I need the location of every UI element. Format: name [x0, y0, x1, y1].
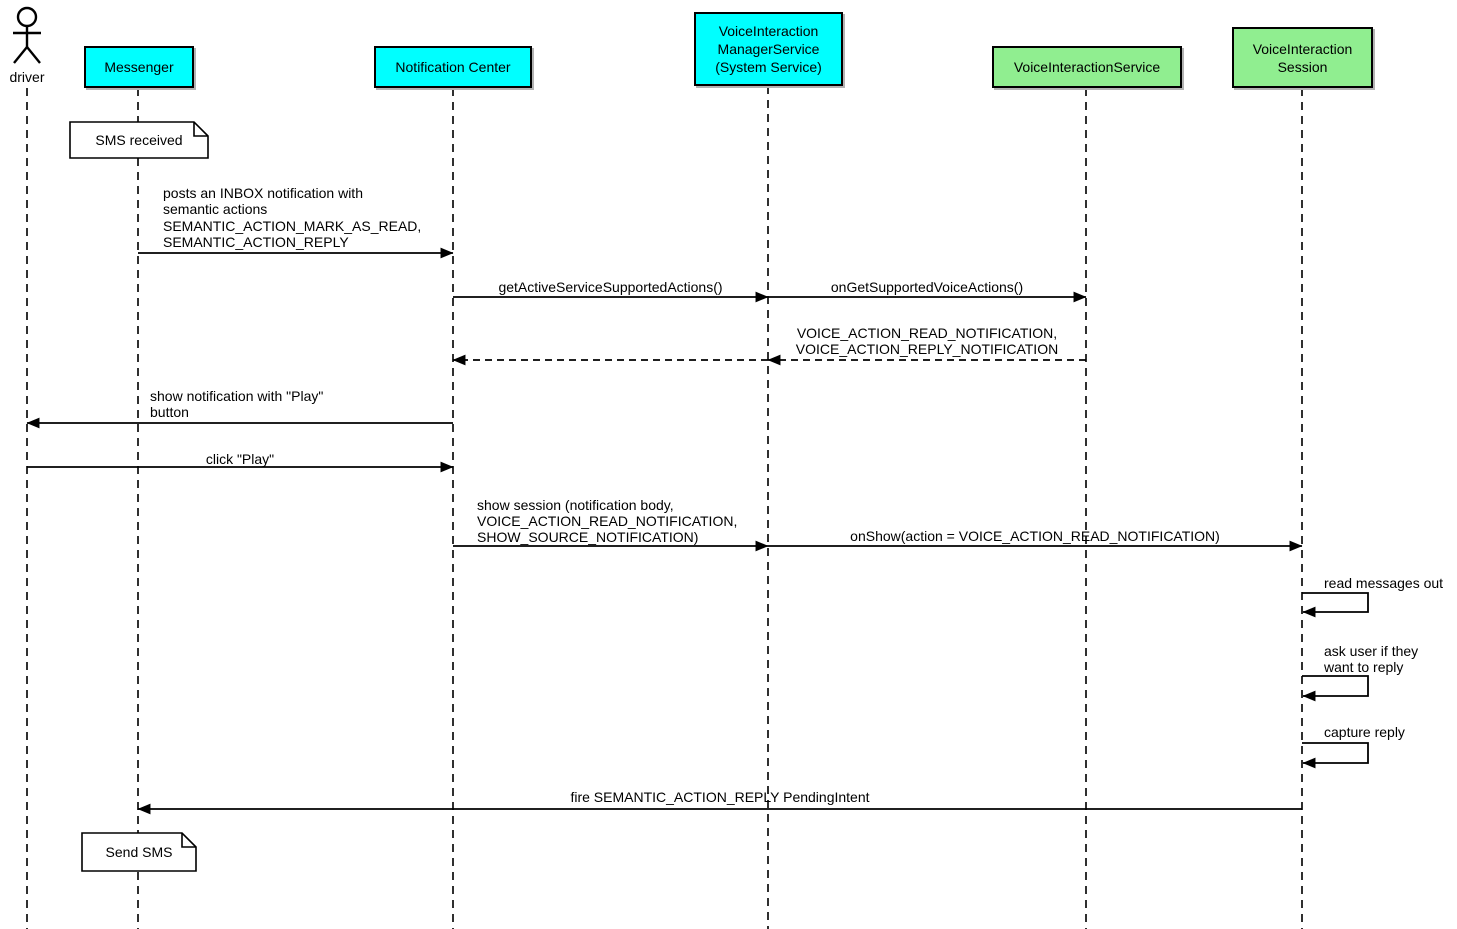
- message-show-session: show session (notification body, VOICE_A…: [477, 497, 737, 545]
- message-post-inbox-notification: posts an INBOX notification with semanti…: [163, 185, 421, 251]
- message-line: onShow(action = VOICE_ACTION_READ_NOTIFI…: [850, 528, 1220, 544]
- note-sms-received: SMS received: [95, 132, 183, 148]
- message-line: capture reply: [1324, 724, 1405, 740]
- message-line: show notification with "Play": [150, 388, 324, 404]
- note-send-sms: Send SMS: [105, 844, 173, 860]
- message-line: SEMANTIC_ACTION_REPLY: [163, 234, 349, 251]
- participant-label: VoiceInteraction: [1252, 40, 1353, 57]
- message-line: want to reply: [1324, 659, 1404, 676]
- message-click-play: click "Play": [27, 451, 453, 467]
- message-line: semantic actions: [163, 201, 268, 218]
- message-line: click "Play": [205, 451, 275, 467]
- message-line: VOICE_ACTION_READ_NOTIFICATION,: [796, 325, 1058, 341]
- message-line: fire SEMANTIC_ACTION_REPLY PendingIntent: [570, 789, 870, 805]
- participant-label: ManagerService: [717, 41, 820, 57]
- participant-voice-interaction-session: VoiceInteraction Session: [1232, 27, 1373, 88]
- message-on-show: onShow(action = VOICE_ACTION_READ_NOTIFI…: [768, 528, 1302, 544]
- message-line: ask user if they: [1324, 643, 1419, 659]
- message-return-supported-voice-actions: VOICE_ACTION_READ_NOTIFICATION, VOICE_AC…: [768, 325, 1086, 357]
- arrow-capture-reply-self: [1302, 742, 1369, 769]
- participant-voice-interaction-service: VoiceInteractionService: [992, 46, 1182, 88]
- participant-label: VoiceInteractionService: [1013, 59, 1161, 75]
- message-line: VOICE_ACTION_REPLY_NOTIFICATION: [795, 341, 1059, 357]
- participant-label: Session: [1277, 58, 1328, 75]
- message-line: show session (notification body,: [477, 497, 674, 513]
- message-line: VOICE_ACTION_READ_NOTIFICATION,: [477, 513, 738, 529]
- actor-driver-label: driver: [9, 69, 45, 85]
- message-line: onGetSupportedVoiceActions(): [830, 279, 1024, 295]
- arrow-read-messages-out-self: [1302, 592, 1369, 618]
- participant-notification-center: Notification Center: [374, 46, 532, 88]
- participant-voice-interaction-manager-service: VoiceInteraction ManagerService (System …: [694, 12, 843, 86]
- message-line: getActiveServiceSupportedActions(): [498, 279, 723, 295]
- participant-messenger: Messenger: [84, 46, 194, 88]
- message-line: button: [150, 404, 189, 421]
- participant-label: (System Service): [715, 59, 822, 75]
- message-read-messages-out: read messages out: [1324, 575, 1443, 591]
- participant-label: VoiceInteraction: [718, 23, 819, 39]
- note-send-sms-shape: [81, 832, 197, 872]
- message-line: SEMANTIC_ACTION_MARK_AS_READ,: [163, 217, 422, 234]
- message-capture-reply: capture reply: [1324, 724, 1405, 740]
- message-line: posts an INBOX notification with: [163, 185, 363, 201]
- message-on-get-supported-voice-actions: onGetSupportedVoiceActions(): [768, 279, 1086, 295]
- message-fire-pending-intent: fire SEMANTIC_ACTION_REPLY PendingIntent: [138, 789, 1302, 805]
- arrow-ask-user-reply-self: [1302, 675, 1369, 702]
- message-get-active-service-supported-actions: getActiveServiceSupportedActions(): [453, 279, 768, 295]
- message-line: read messages out: [1324, 575, 1444, 591]
- note-sms-received-shape: [69, 121, 209, 159]
- actor-driver-icon: [13, 6, 41, 64]
- participant-label: Messenger: [104, 59, 174, 75]
- participant-label: Notification Center: [395, 59, 511, 75]
- message-line: SHOW_SOURCE_NOTIFICATION): [477, 529, 699, 545]
- message-ask-user-if-they-want-to-reply: ask user if they want to reply: [1324, 643, 1418, 676]
- message-show-notification-with-play-button: show notification with "Play" button: [150, 388, 323, 421]
